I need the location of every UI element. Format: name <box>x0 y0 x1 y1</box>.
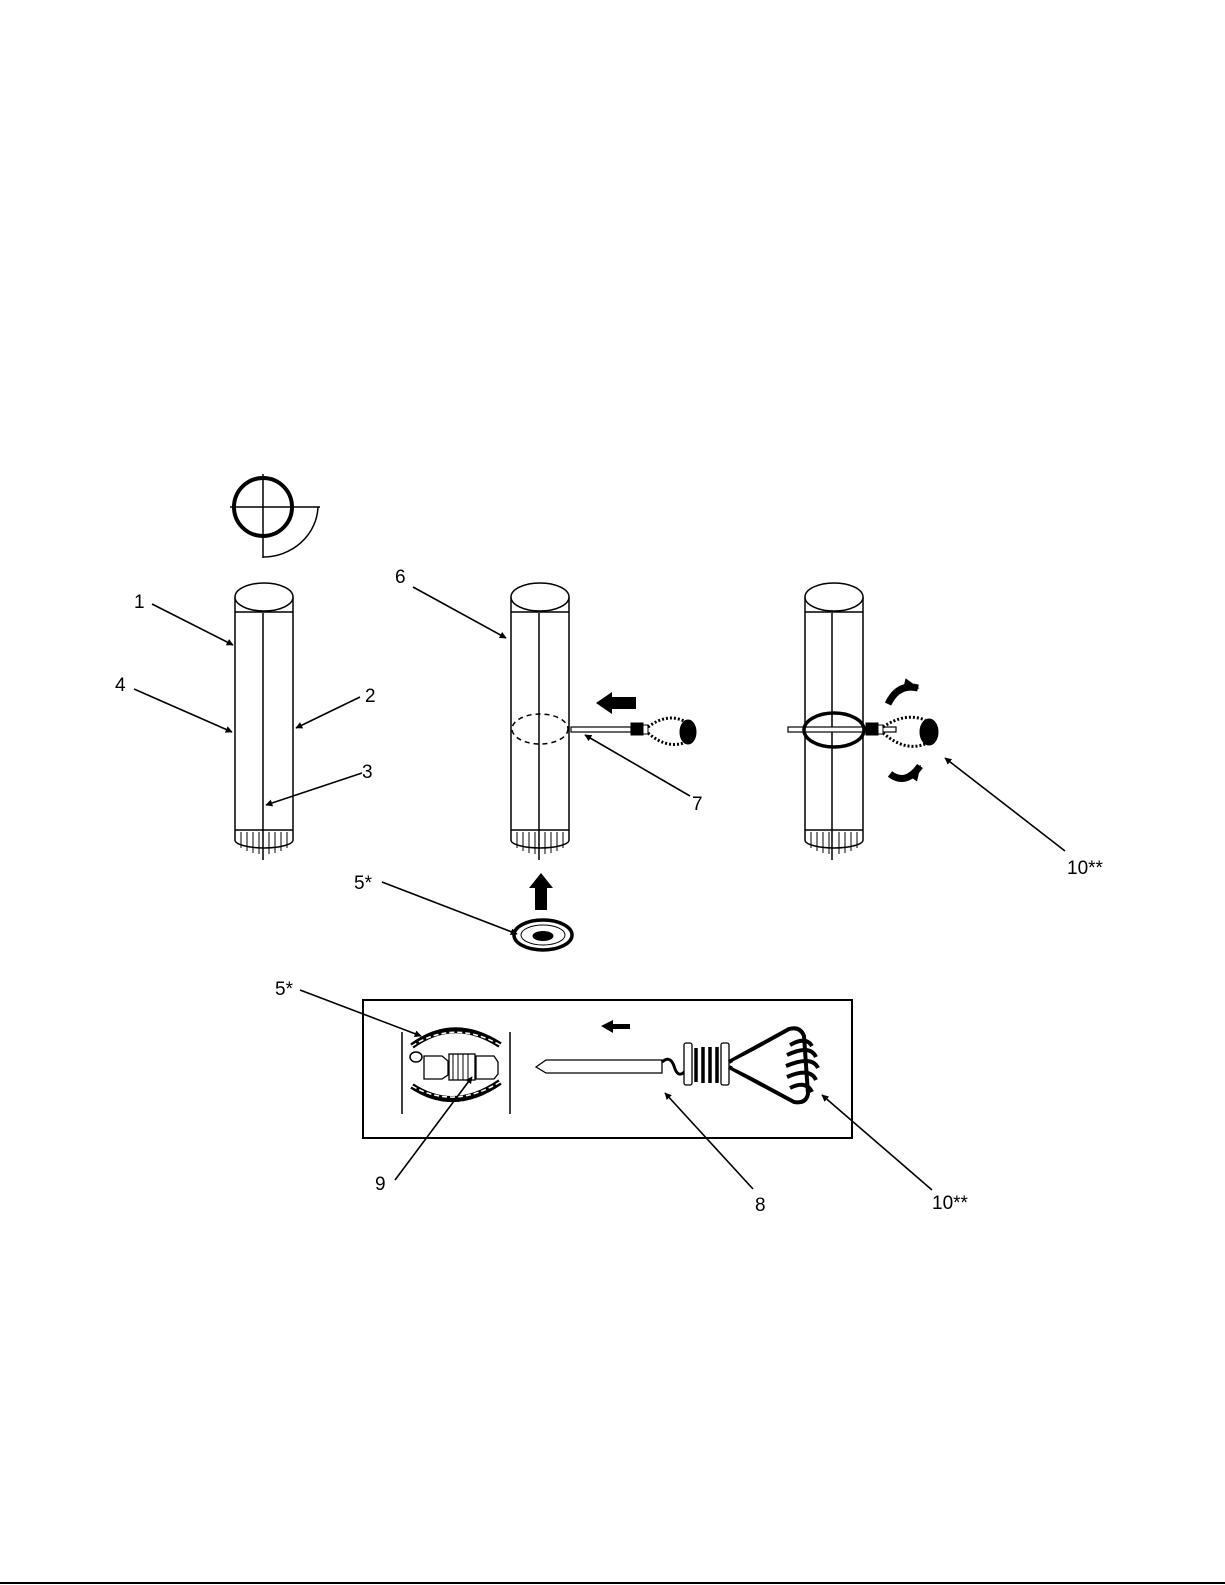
ring-part <box>514 920 572 950</box>
push-left-arrow <box>596 692 636 714</box>
callout-7: 7 <box>692 794 703 815</box>
callout-6: 6 <box>395 567 406 588</box>
insertion-tool <box>571 718 696 745</box>
rotate-arrow-bottom <box>890 766 920 779</box>
callout-2: 2 <box>365 686 376 707</box>
callout-5-lower: 5* <box>275 979 294 1000</box>
pipe-middle <box>511 583 569 860</box>
rotate-arrow-top <box>888 687 918 704</box>
callout-10-lower: 10** <box>932 1193 969 1214</box>
callout-8: 8 <box>755 1195 766 1216</box>
callout-3: 3 <box>362 762 373 783</box>
callout-5-upper: 5* <box>354 873 373 894</box>
pipe-left <box>235 583 293 860</box>
pipe-right <box>805 583 863 860</box>
orientation-symbol <box>230 474 320 558</box>
callout-10-upper: 10** <box>1067 858 1104 879</box>
callout-9: 9 <box>375 1174 386 1195</box>
push-up-arrow <box>529 873 553 910</box>
callout-4: 4 <box>115 675 126 696</box>
callout-1: 1 <box>134 592 145 613</box>
